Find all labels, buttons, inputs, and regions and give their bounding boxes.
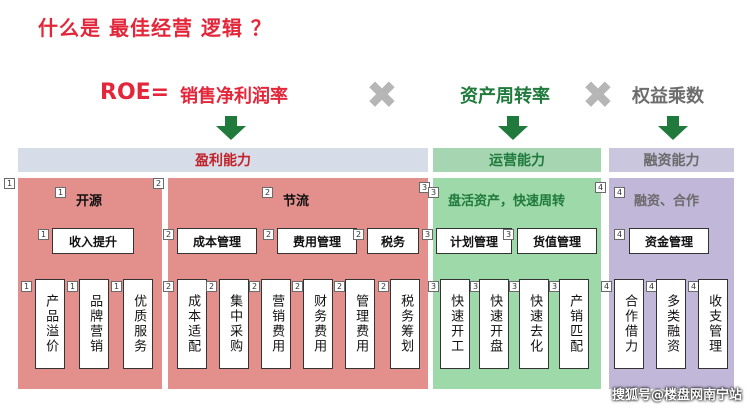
- watermark: 搜狐号@楼盘网南宁站: [611, 388, 742, 403]
- badge: 2: [378, 281, 389, 292]
- badge: 2: [292, 281, 303, 292]
- item-central-purchase: 集中采购: [219, 279, 249, 369]
- badge: 2: [163, 229, 174, 240]
- band-finance: 融资能力: [609, 148, 734, 172]
- item-production-sales-match: 产销匹配: [559, 279, 589, 369]
- heading-finance: 融资、合作: [634, 194, 700, 209]
- badge: 1: [55, 187, 66, 198]
- factor-asset-turnover: 资产周转率: [460, 86, 550, 107]
- badge: 2: [353, 229, 364, 240]
- item-cost-fit: 成本适配: [177, 279, 207, 369]
- item-tax-planning: 税务筹划: [390, 279, 420, 369]
- item-quality-service: 优质服务: [123, 279, 153, 369]
- item-cashflow-management: 收支管理: [698, 279, 728, 369]
- item-fast-opening: 快速开盘: [479, 279, 509, 369]
- badge: 2: [153, 178, 164, 189]
- item-product-premium: 产品溢价: [35, 279, 65, 369]
- badge: 2: [262, 187, 273, 198]
- item-brand-marketing: 品牌营销: [79, 279, 109, 369]
- band-operation: 运营能力: [433, 148, 601, 172]
- down-arrow-icon: [216, 116, 246, 140]
- times-icon: ✖: [366, 73, 398, 117]
- box-expense-management: 费用管理: [277, 228, 357, 254]
- badge: 2: [163, 281, 174, 292]
- down-arrow-icon: [658, 116, 688, 140]
- badge: 1: [38, 229, 49, 240]
- badge: 2: [249, 281, 260, 292]
- heading-operation: 盘活资产，快速周转: [448, 194, 566, 209]
- box-cost-management: 成本管理: [177, 228, 257, 254]
- item-management-expense: 管理费用: [345, 279, 375, 369]
- item-marketing-expense: 营销费用: [261, 279, 291, 369]
- down-arrow-icon: [498, 116, 528, 140]
- box-tax: 税务: [367, 228, 419, 254]
- roe-label: ROE=: [100, 80, 170, 105]
- badge: 1: [111, 281, 122, 292]
- times-icon: ✖: [582, 73, 614, 117]
- badge: 3: [428, 281, 439, 292]
- page-title: 什么是 最佳经营 逻辑 ？: [38, 16, 272, 40]
- badge: 4: [614, 187, 625, 198]
- item-finance-expense: 财务费用: [303, 279, 333, 369]
- badge: 1: [4, 178, 15, 189]
- badge: 4: [601, 281, 612, 292]
- box-plan-management: 计划管理: [436, 228, 512, 254]
- badge: 2: [263, 229, 274, 240]
- badge: 4: [614, 229, 625, 240]
- badge: 3: [422, 229, 433, 240]
- box-value-management: 货值管理: [517, 228, 597, 254]
- band-profit: 盈利能力: [18, 148, 428, 172]
- factor-net-margin: 销售净利润率: [180, 86, 288, 107]
- heading-cost-saving: 节流: [283, 194, 310, 209]
- badge: 3: [428, 187, 439, 198]
- item-fast-destock: 快速去化: [519, 279, 549, 369]
- badge: 4: [595, 182, 606, 193]
- heading-open-source: 开源: [76, 194, 103, 209]
- badge: 1: [21, 281, 32, 292]
- badge: 2: [334, 281, 345, 292]
- factor-equity-multiplier: 权益乘数: [632, 86, 704, 107]
- item-partnership-leverage: 合作借力: [614, 279, 644, 369]
- item-fast-start: 快速开工: [440, 279, 470, 369]
- item-multi-financing: 多类融资: [656, 279, 686, 369]
- badge: 2: [206, 281, 217, 292]
- badge: 1: [67, 281, 78, 292]
- box-fund-management: 资金管理: [629, 228, 709, 254]
- box-revenue-growth: 收入提升: [52, 228, 134, 254]
- badge: 3: [503, 229, 514, 240]
